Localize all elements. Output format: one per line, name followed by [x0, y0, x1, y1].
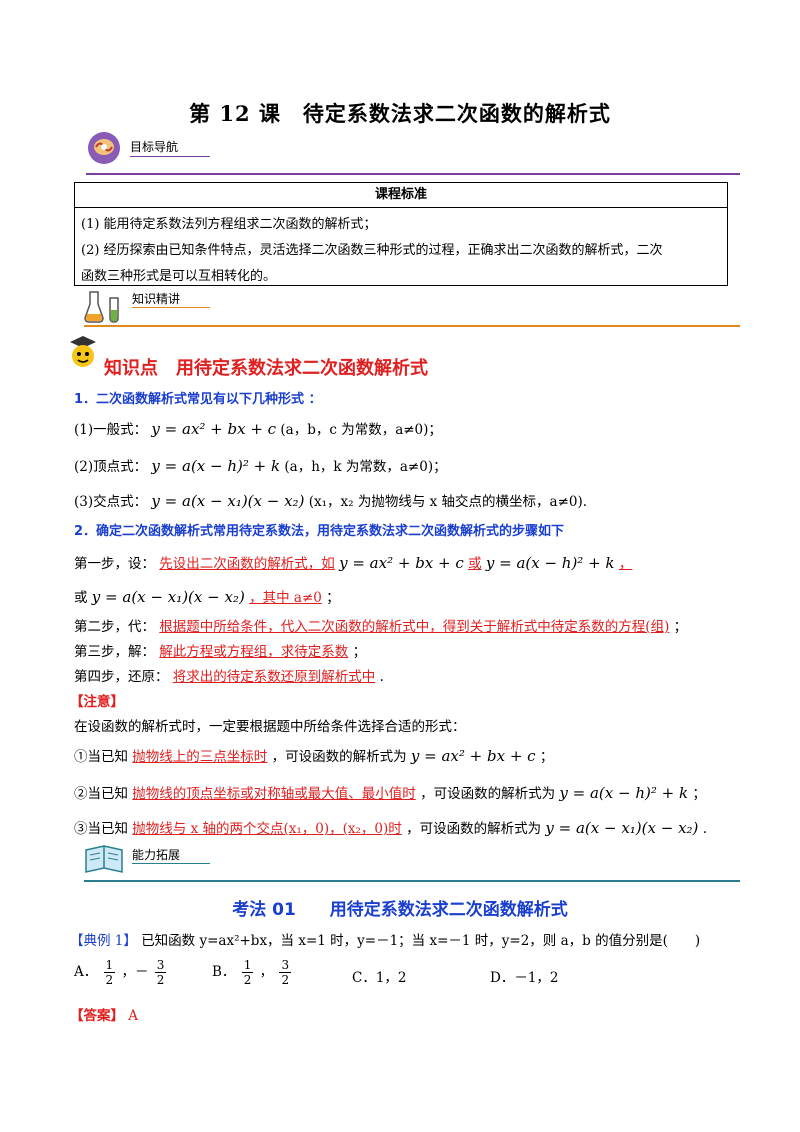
- intersect-form-label: (3)交点式：: [74, 494, 148, 510]
- note1-prefix: ①当已知: [74, 749, 128, 765]
- step3-prefix: 第三步，解：: [74, 644, 155, 660]
- brain-icon: [86, 130, 122, 166]
- note2-row: ②当已知 抛物线的顶点坐标或对称轴或最大值、最小值时 ，可设函数的解析式为 y …: [74, 782, 706, 802]
- step1-text: 先设出二次函数的解析式，如: [159, 556, 335, 572]
- general-form-formula: y = ax² + bx + c: [151, 420, 277, 438]
- step3-row: 第三步，解： 解此方程或方程组，求待定系数 ；: [74, 640, 366, 660]
- standards-table: 课程标准 (1) 能用待定系数法列方程组求二次函数的解析式； (2) 经历探索由…: [74, 182, 728, 286]
- knowledge-divider: [84, 325, 740, 327]
- vertex-form-label: (2)顶点式：: [74, 459, 148, 475]
- note-intro: 在设函数的解析式时，一定要根据题中所给条件选择合适的形式：: [74, 719, 466, 735]
- mascot-icon: [66, 334, 100, 372]
- general-form-label: (1)一般式：: [74, 422, 148, 438]
- steps-heading: 2．确定二次函数解析式常用待定系数法，用待定系数法求二次函数解析式的步骤如下: [74, 524, 565, 539]
- page-title: 第 12 课 待定系数法求二次函数的解析式: [189, 101, 611, 126]
- step1-or: 或: [468, 556, 482, 572]
- step4-text: 将求出的待定系数还原到解析式中: [172, 669, 376, 685]
- example-text: 已知函数 y=ax²+bx，当 x=1 时，y=－1；当 x=－1 时，y=2，…: [141, 933, 701, 949]
- step4-end: .: [379, 669, 384, 685]
- step1-formula-vertex: y = a(x − h)² + k: [485, 554, 615, 572]
- step4-row: 第四步，还原： 将求出的待定系数还原到解析式中 .: [74, 665, 384, 685]
- step2-end: ；: [673, 619, 688, 635]
- nav-divider: [86, 173, 740, 175]
- note2-end: ；: [692, 786, 706, 802]
- step1-prefix: 第一步，设：: [74, 556, 155, 572]
- note2-condition: 抛物线的顶点坐标或对称轴或最大值、最小值时: [132, 786, 416, 802]
- book-icon: [84, 842, 124, 876]
- note1-mid: ，可设函数的解析式为: [271, 749, 407, 765]
- ability-divider: [84, 880, 740, 882]
- standards-item-2: (2) 经历探索由已知条件特点，灵活选择二次函数三种形式的过程，正确求出二次函数…: [81, 243, 663, 258]
- note1-row: ①当已知 抛物线上的三点坐标时 ，可设函数的解析式为 y = ax² + bx …: [74, 745, 553, 765]
- intersect-form-formula: y = a(x − x₁)(x − x₂): [151, 492, 305, 510]
- nav-underline-short: [130, 156, 210, 157]
- option-a-sep: ，－: [121, 964, 149, 980]
- general-form-row: (1)一般式： y = ax² + bx + c (a，b，c 为常数，a≠0)…: [74, 418, 442, 438]
- step1b-or: 或: [74, 590, 88, 606]
- ability-underline-short: [132, 863, 210, 864]
- example-row: 【典例 1】 已知函数 y=ax²+bx，当 x=1 时，y=－1；当 x=－1…: [70, 929, 700, 949]
- step1-row: 第一步，设： 先设出二次函数的解析式，如 y = ax² + bx + c 或 …: [74, 552, 632, 572]
- answer-value: A: [128, 1008, 139, 1024]
- option-d: D．－1，2: [490, 970, 559, 986]
- option-c: C．1，2: [352, 970, 407, 986]
- vertex-form-note: (a，h，k 为常数，a≠0)；: [284, 459, 447, 475]
- option-a-label: A．: [74, 964, 98, 980]
- step2-row: 第二步，代： 根据题中所给条件，代入二次函数的解析式中，得到关于解析式中待定系数…: [74, 615, 687, 635]
- standards-item-1: (1) 能用待定系数法列方程组求二次函数的解析式；: [81, 217, 377, 232]
- step3-text: 解此方程或方程组，求待定系数: [159, 644, 349, 660]
- section-label-knowledge: 知识精讲: [132, 292, 181, 306]
- intersect-form-note: (x₁，x₂ 为抛物线与 x 轴交点的横坐标，a≠0).: [308, 494, 588, 510]
- step3-end: ；: [352, 644, 367, 660]
- standards-header: 课程标准: [75, 183, 727, 208]
- section-label-ability: 能力拓展: [132, 848, 181, 862]
- step1-comma: ，: [618, 556, 633, 572]
- step1b-end: ；: [326, 590, 340, 606]
- note2-prefix: ②当已知: [74, 786, 128, 802]
- step2-text: 根据题中所给条件，代入二次函数的解析式中，得到关于解析式中待定系数的方程(组): [159, 619, 670, 635]
- note3-mid: ，可设函数的解析式为: [406, 821, 542, 837]
- note1-condition: 抛物线上的三点坐标时: [132, 749, 268, 765]
- flask-icon: [84, 288, 124, 324]
- note1-end: ；: [539, 749, 554, 765]
- method-title: 考法 01 用待定系数法求二次函数解析式: [232, 900, 568, 920]
- step4-prefix: 第四步，还原：: [74, 669, 169, 685]
- step2-prefix: 第二步，代：: [74, 619, 155, 635]
- note3-row: ③当已知 抛物线与 x 轴的两个交点(x₁，0)，(x₂，0)时 ，可设函数的解…: [74, 817, 707, 837]
- standards-item-3: 函数三种形式是可以互相转化的。: [81, 269, 277, 284]
- answer-row: 【答案】 A: [70, 1004, 138, 1024]
- section-label-nav: 目标导航: [130, 140, 179, 154]
- note3-condition: 抛物线与 x 轴的两个交点(x₁，0)，(x₂，0)时: [132, 821, 402, 837]
- knowledge-underline-short: [132, 307, 210, 308]
- knowledge-point-title: 知识点 用待定系数法求二次函数解析式: [104, 358, 428, 379]
- note3-end: .: [702, 821, 707, 837]
- answer-tag: 【答案】: [70, 1008, 124, 1024]
- option-b-label: B．: [212, 964, 236, 980]
- step1b-row: 或 y = a(x − x₁)(x − x₂) ，其中 a≠0 ；: [74, 586, 340, 606]
- note3-prefix: ③当已知: [74, 821, 128, 837]
- example-tag: 【典例 1】: [70, 933, 137, 949]
- note1-formula: y = ax² + bx + c: [410, 747, 536, 765]
- forms-heading: 1．二次函数解析式常见有以下几种形式 ：: [74, 392, 322, 407]
- step1b-formula-intersect: y = a(x − x₁)(x − x₂): [91, 588, 245, 606]
- note-title: 【注意】: [70, 694, 124, 710]
- step1b-condition: ，其中 a≠0: [249, 590, 322, 606]
- intersect-form-row: (3)交点式： y = a(x − x₁)(x − x₂) (x₁，x₂ 为抛物…: [74, 490, 587, 510]
- note2-formula: y = a(x − h)² + k: [559, 784, 689, 802]
- vertex-form-row: (2)顶点式： y = a(x − h)² + k (a，h，k 为常数，a≠0…: [74, 455, 447, 475]
- note2-mid: ，可设函数的解析式为: [420, 786, 556, 802]
- option-b-sep: ，: [259, 964, 274, 980]
- step1-formula-general: y = ax² + bx + c: [339, 554, 464, 572]
- note3-formula: y = a(x − x₁)(x − x₂): [545, 819, 699, 837]
- vertex-form-formula: y = a(x − h)² + k: [151, 457, 281, 475]
- general-form-note: (a，b，c 为常数，a≠0)；: [280, 422, 442, 438]
